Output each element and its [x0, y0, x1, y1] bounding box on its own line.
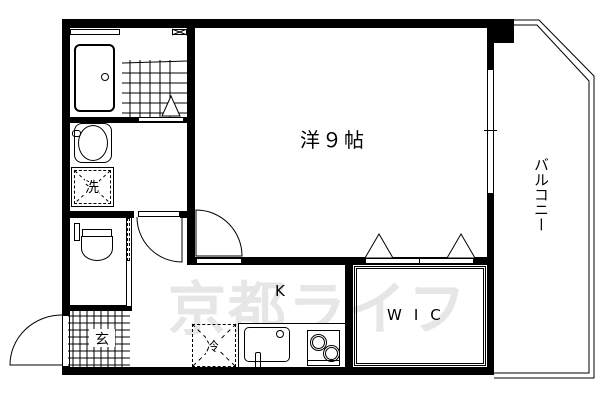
wash-door-swing — [136, 216, 183, 263]
washbasin-bowl — [78, 125, 108, 161]
wash-door-sill — [138, 211, 180, 217]
washing-machine-space — [71, 167, 114, 207]
window-balcony-mullion — [484, 130, 497, 131]
wall-wash-bottom-right — [180, 211, 195, 218]
refrigerator-cross — [191, 323, 237, 368]
balcony-label: バルコニー — [532, 157, 550, 232]
faucet-icon — [72, 130, 81, 137]
bath-window — [70, 29, 120, 35]
stove-panel — [308, 360, 339, 361]
wall-top — [62, 19, 514, 28]
wall-wic-right — [487, 257, 494, 375]
refrigerator-label: 冷 — [206, 336, 220, 355]
western-room-label: 洋９帖 — [300, 128, 366, 152]
sink-drain-icon — [276, 330, 284, 338]
balcony-outline — [494, 19, 595, 379]
room-door-swing — [195, 209, 243, 257]
closet-door-sill-left — [365, 258, 420, 264]
kitchen-faucet-icon — [255, 352, 261, 369]
vent-icon — [171, 28, 188, 36]
closet-door-right-icon — [446, 233, 476, 259]
washing-machine-label: 洗 — [85, 177, 99, 197]
wall-wash-bottom — [62, 211, 134, 218]
room-door-sill — [196, 258, 242, 264]
entrance-tile-floor — [68, 311, 130, 368]
refrigerator-space — [192, 324, 236, 367]
toilet-tank — [74, 223, 80, 241]
toilet-sliding-door-panel — [127, 218, 130, 261]
wall-left — [62, 19, 70, 375]
wall-room-bottom — [187, 257, 494, 265]
wall-toilet-bottom — [62, 305, 132, 311]
bath-door-sill — [138, 117, 184, 122]
bathtub-drain-icon — [101, 73, 109, 81]
wall-bottom — [62, 367, 494, 375]
entrance-door-swing — [9, 314, 63, 366]
wall-wet-room — [187, 19, 195, 261]
entrance-label: 玄 — [89, 329, 115, 348]
window-balcony — [487, 69, 494, 194]
wall-right-lower — [487, 194, 494, 264]
kitchen-label: K — [275, 282, 285, 300]
closet-door-left-icon — [364, 233, 394, 259]
toilet-sliding-door — [126, 217, 132, 307]
wall-wic-bottom — [345, 367, 494, 375]
washing-machine-cross — [74, 170, 111, 204]
entrance-wall-gap — [62, 316, 70, 366]
toilet-bowl — [81, 236, 113, 261]
wall-bath-bottom — [62, 117, 195, 123]
bathtub — [74, 44, 115, 112]
closet-door-sill-right — [419, 258, 474, 264]
bath-door-triangle-icon — [161, 94, 181, 117]
kitchen-sink — [244, 327, 290, 362]
wic-label: WIC — [387, 306, 453, 324]
wall-right-upper — [487, 19, 494, 69]
wic-shelf-outline — [354, 266, 486, 366]
washbasin — [74, 123, 112, 163]
wall-wic-left — [345, 257, 353, 375]
burner-1-icon — [310, 334, 327, 351]
